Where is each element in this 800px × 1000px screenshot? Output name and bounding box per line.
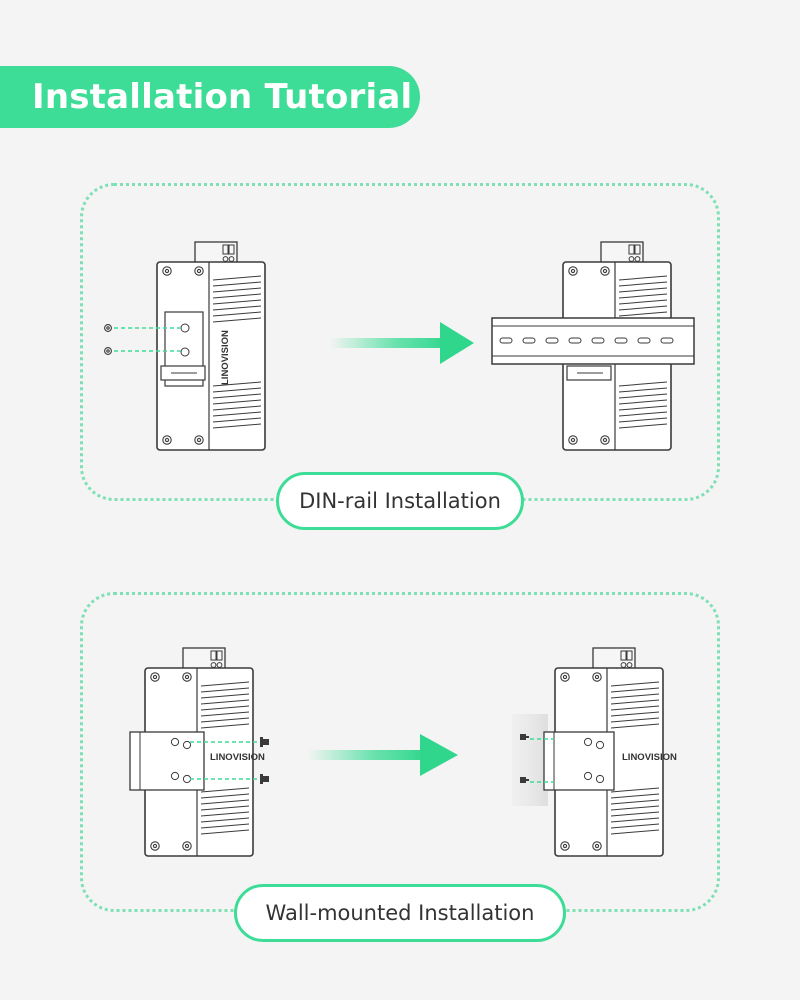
wall-bracket-icon [129,731,205,791]
din-device-before [156,241,266,451]
title-banner: Installation Tutorial [0,66,420,128]
arrow-right-icon [330,322,474,364]
page-title: Installation Tutorial [32,77,413,117]
screw-icon [520,734,529,783]
brand-label: LINOVISION [220,330,231,385]
guide-lines [530,738,554,783]
din-device-after [562,241,672,451]
guide-lines [190,741,258,780]
wall-mounted-installation-label: Wall-mounted Installation [234,884,566,942]
brand-label: LINOVISION [210,752,265,763]
wall-surface [512,714,548,806]
section-label: Wall-mounted Installation [265,901,535,925]
wall-bracket-icon [543,731,615,791]
screw-icon [260,737,269,784]
screw-icon [104,324,112,355]
guide-lines [114,327,182,352]
brand-label: LINOVISION [622,752,677,763]
section-label: DIN-rail Installation [299,489,501,513]
din-rail-icon [491,317,695,365]
din-rail-installation-label: DIN-rail Installation [276,472,524,530]
arrow-right-icon [308,734,458,776]
